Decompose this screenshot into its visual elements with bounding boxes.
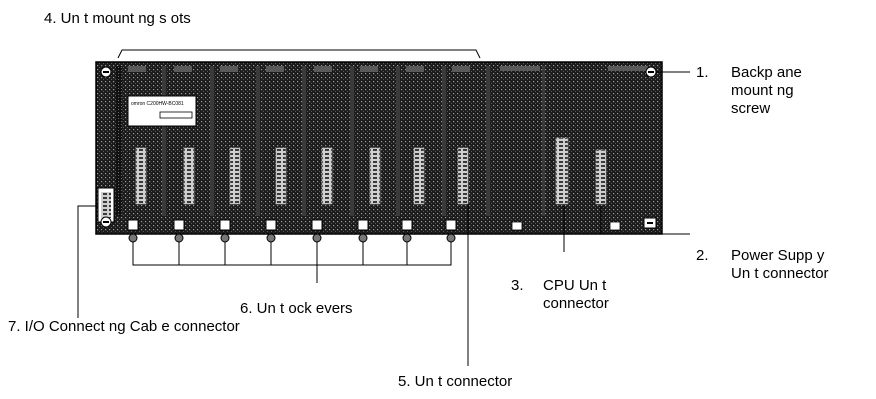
unit-connector <box>229 147 241 205</box>
label-unit-mounting-slots: 4. Un t mount ng s ots <box>44 10 191 27</box>
unit-lock-lever <box>401 219 413 243</box>
unit-lock-lever <box>219 219 231 243</box>
slot-divider <box>162 66 166 216</box>
label-unit-lock-levers: 6. Un t ock evers <box>240 300 353 317</box>
slot-divider <box>442 66 446 216</box>
power-leader <box>600 206 690 235</box>
unit-connector <box>275 147 287 205</box>
unit-connector <box>321 147 333 205</box>
nameplate-bar <box>159 111 193 119</box>
slot-divider <box>350 66 354 216</box>
power-supply-unit-connector <box>595 149 607 205</box>
unit-lock-levers <box>127 219 457 243</box>
label-cpu-number: 3. <box>511 277 524 294</box>
cpu-area-divider <box>542 66 545 216</box>
slot-divider <box>116 66 122 216</box>
label-backplane-screw-number: 1. <box>696 64 709 81</box>
board-bottom-marks <box>511 221 621 231</box>
unit-connector <box>369 147 381 205</box>
label-backplane-screw: Backp ane mount ng screw <box>731 64 802 117</box>
unit-connectors <box>135 137 607 205</box>
slot-divider <box>210 66 214 216</box>
slot-divider <box>486 66 490 216</box>
unit-mounting-slots <box>116 66 545 216</box>
slot-divider <box>256 66 260 216</box>
io-leader <box>77 205 98 318</box>
unit-connector <box>135 147 147 205</box>
unit-connector <box>183 147 195 205</box>
levers-bracket <box>132 242 452 266</box>
unit-lock-lever <box>445 219 457 243</box>
unit-connector <box>413 147 425 205</box>
slots-bracket <box>117 49 481 59</box>
unit-lock-lever <box>127 219 139 243</box>
nameplate-text: omron C200HW-BC081 <box>131 101 184 107</box>
label-power-supply-connector: Power Supp y Un t connector <box>731 247 829 282</box>
cpu-unit-connector <box>555 137 569 205</box>
callout-lines <box>77 49 690 366</box>
label-power-supply-number: 2. <box>696 247 709 264</box>
unit-connector <box>457 147 469 205</box>
nameplate <box>127 95 197 127</box>
label-io-cable-connector: 7. I/O Connect ng Cab e connector <box>8 318 240 335</box>
label-cpu-unit-connector: CPU Un t connector <box>543 277 609 312</box>
label-unit-connector: 5. Un t connector <box>398 373 513 390</box>
slot-divider <box>302 66 306 216</box>
slot-divider <box>396 66 400 216</box>
slot-top-tabs <box>128 66 648 72</box>
